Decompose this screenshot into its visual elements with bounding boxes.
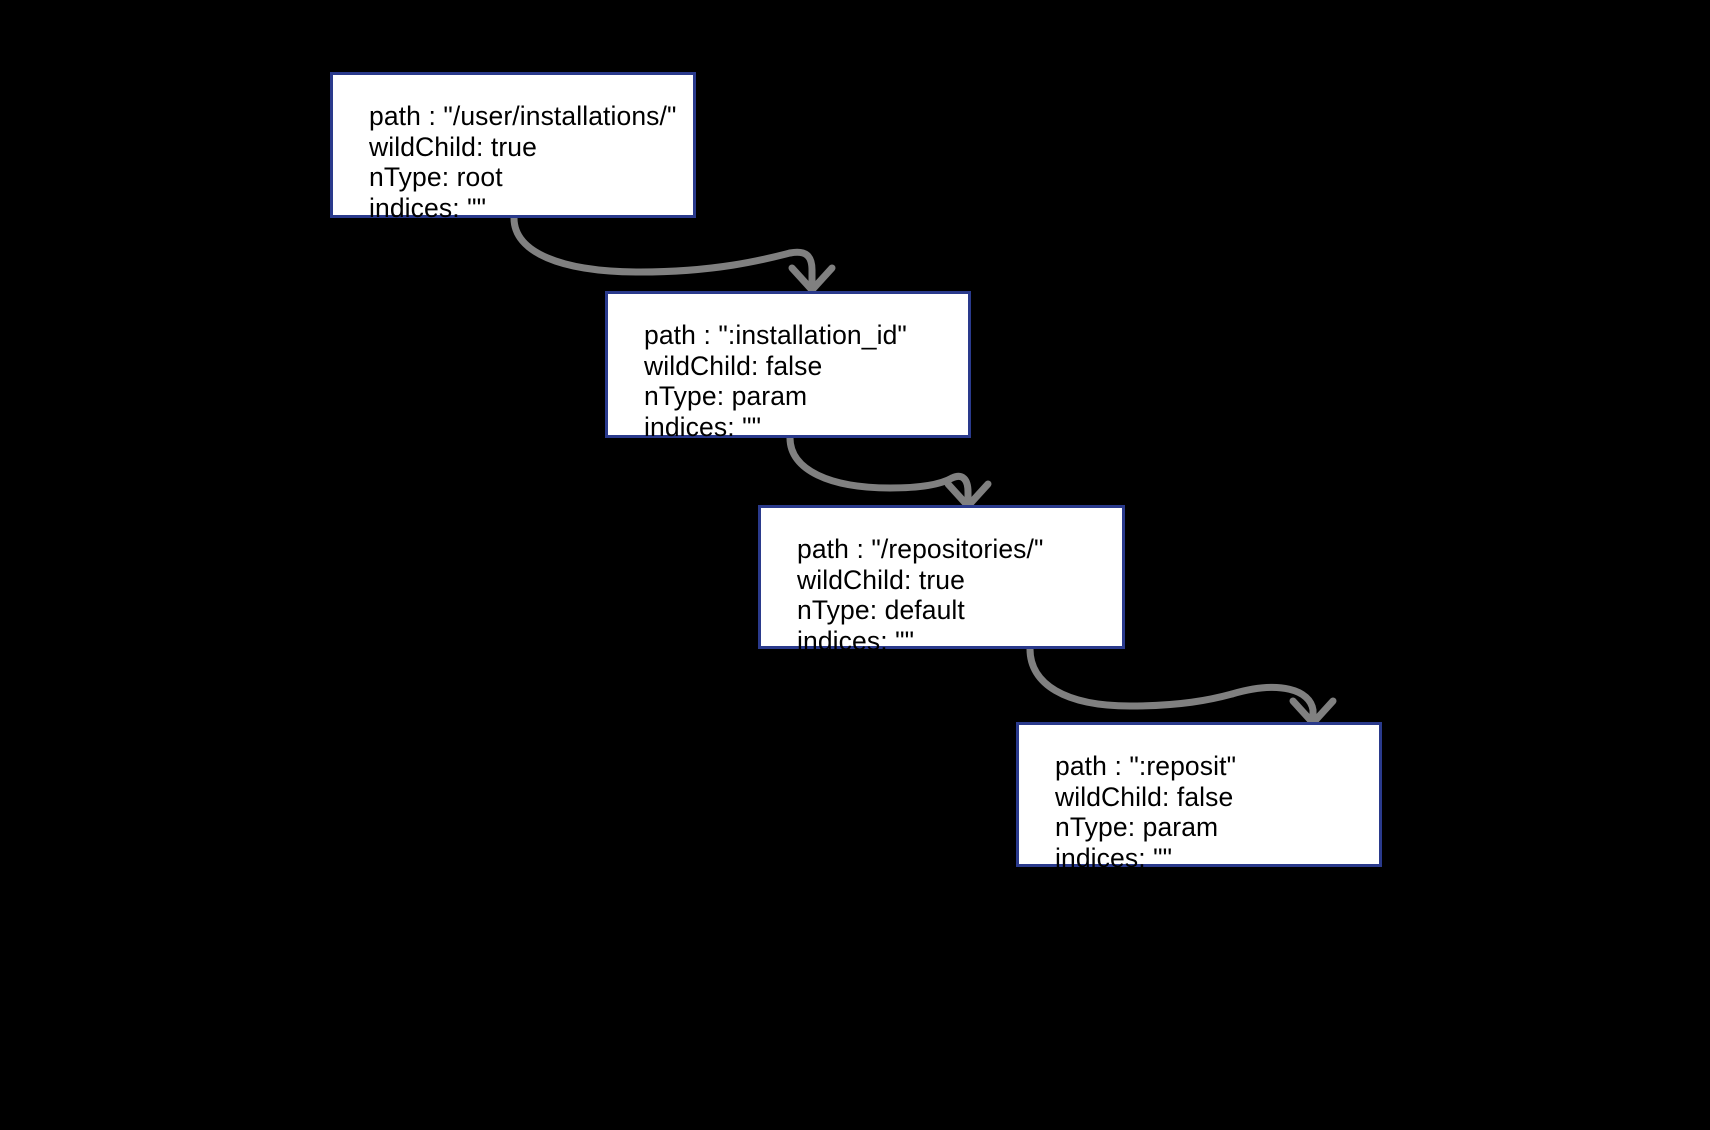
node-default-repositories-ntype: nType: default <box>797 595 965 625</box>
node-default-repositories-indices: indices: "" <box>797 625 915 656</box>
node-param-reposit-ntype: nType: param <box>1055 812 1219 842</box>
node-param-reposit-wildchild: wildChild: false <box>1055 781 1234 812</box>
node-default-repositories-path: path : "/repositories/" <box>797 534 1044 564</box>
node-param-reposit-indices: indices: "" <box>1055 842 1173 873</box>
node-param-installation-ntype: nType: param <box>644 381 808 411</box>
node-default-repositories-wildchild: wildChild: true <box>797 564 965 595</box>
node-param-installation-indices: indices: "" <box>644 411 762 442</box>
node-root-path: path : "/user/installations/" <box>369 101 677 131</box>
node-root-wildchild: wildChild: true <box>369 131 537 162</box>
edge-param-installation-to-default-repositories <box>786 434 992 510</box>
edge-root-to-param-installation <box>510 214 836 294</box>
edge-default-repositories-to-param-reposit <box>1026 645 1337 727</box>
node-param-reposit[interactable]: path : ":reposit" wildChild: false nType… <box>1016 722 1382 873</box>
node-param-reposit-path: path : ":reposit" <box>1055 751 1237 781</box>
node-param-installation-path: path : ":installation_id" <box>644 320 907 350</box>
node-param-installation[interactable]: path : ":installation_id" wildChild: fal… <box>605 291 971 442</box>
node-root-ntype: nType: root <box>369 162 503 192</box>
node-root[interactable]: path : "/user/installations/" wildChild:… <box>330 72 696 223</box>
arrowhead-icon <box>1289 697 1337 727</box>
node-default-repositories[interactable]: path : "/repositories/" wildChild: true … <box>758 505 1125 656</box>
node-root-indices: indices: "" <box>369 192 487 223</box>
arrowhead-icon <box>788 264 836 294</box>
arrowhead-icon <box>944 480 992 510</box>
node-param-installation-wildchild: wildChild: false <box>644 350 823 381</box>
